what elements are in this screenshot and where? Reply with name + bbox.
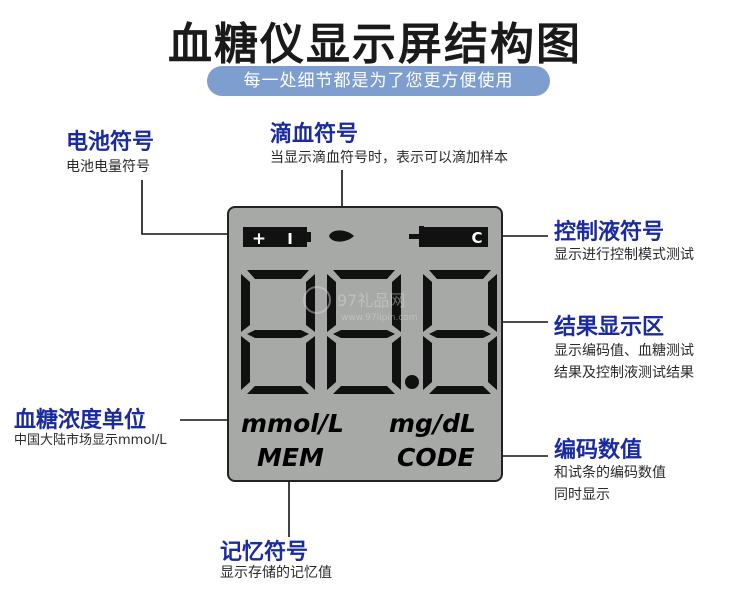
subtitle-banner: 每一处细节都是为了您更方便使用 [207,66,550,96]
control-label-desc: 显示进行控制模式测试 [554,247,694,263]
result-digit-1 [241,270,315,394]
result-digit-3 [423,270,497,394]
battery-icon: + I [243,227,311,249]
memory-label-title: 记忆符号 [220,540,309,565]
unit-label-title: 血糖浓度单位 [14,408,147,433]
watermark-logo-icon [303,286,331,314]
lcd-screen: + I C [227,206,503,482]
code-label-desc-2: 同时显示 [554,487,610,503]
watermark: 97礼品网 www.97lipin.com [303,286,418,323]
result-label-desc-2: 结果及控制液测试结果 [554,365,694,381]
page-title: 血糖仪显示屏结构图 [168,19,582,70]
memory-label: MEM [257,443,324,472]
blood-drop-icon [329,230,354,242]
code-label-desc-1: 和试条的编码数值 [554,465,666,481]
decimal-point [405,375,419,389]
memory-label-desc: 显示存储的记忆值 [220,565,332,581]
control-letter: C [471,229,482,247]
battery-leader [141,180,242,235]
battery-label-desc: 电池电量符号 [66,159,150,175]
unit-mgdl-label: mg/dL [389,409,476,438]
code-label: CODE [397,443,474,472]
blood-label-title: 滴血符号 [270,122,359,147]
result-digit-2 [327,270,401,394]
watermark-url: www.97lipin.com [341,313,418,323]
battery-minus-label: I [287,230,293,248]
result-label-desc-1: 显示编码值、血糖测试 [554,343,694,359]
lcd-graphics: + I C [241,226,497,472]
result-label-title: 结果显示区 [554,315,665,340]
battery-label-title: 电池符号 [66,130,155,155]
watermark-text: 97礼品网 [337,291,405,310]
code-label-title: 编码数值 [554,438,643,463]
unit-label-desc: 中国大陆市场显示mmol/L [14,433,167,448]
battery-plus-label: + [252,229,266,249]
blood-label-desc: 当显示滴血符号时，表示可以滴加样本 [270,150,508,166]
control-label-title: 控制液符号 [554,220,665,245]
control-solution-icon: C [409,226,488,247]
unit-mmol-label: mmol/L [241,409,344,438]
